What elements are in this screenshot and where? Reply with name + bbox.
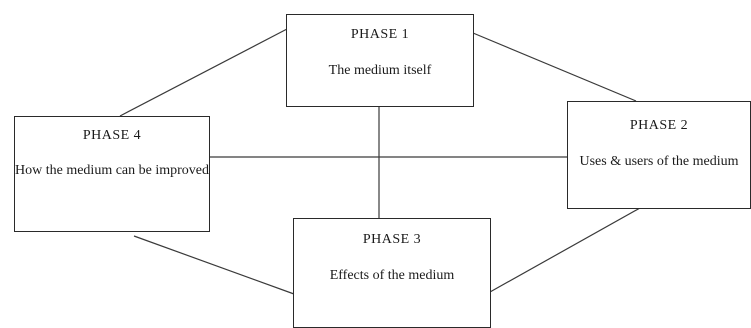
connector-phase3-phase2 (489, 207, 641, 293)
phase-1-description: The medium itself (328, 63, 432, 78)
connector-phase1-phase4 (119, 28, 288, 117)
phase-4-box: PHASE 4 How the medium can be improved (14, 116, 210, 232)
phase-1-title: PHASE 1 (350, 27, 410, 42)
phase-2-description: Uses & users of the medium (579, 154, 739, 169)
phase-3-title: PHASE 3 (362, 232, 422, 247)
connector-phase4-phase3 (133, 235, 295, 295)
phase-2-title: PHASE 2 (629, 118, 689, 133)
phase-3-box: PHASE 3 Effects of the medium (293, 218, 491, 328)
phase-1-box: PHASE 1 The medium itself (286, 14, 474, 107)
phase-2-box: PHASE 2 Uses & users of the medium (567, 101, 751, 209)
phase-4-title: PHASE 4 (82, 128, 142, 143)
connector-phase1-phase2 (472, 32, 637, 102)
phase-4-description: How the medium can be improved (15, 163, 210, 178)
phase-3-description: Effects of the medium (329, 268, 455, 283)
